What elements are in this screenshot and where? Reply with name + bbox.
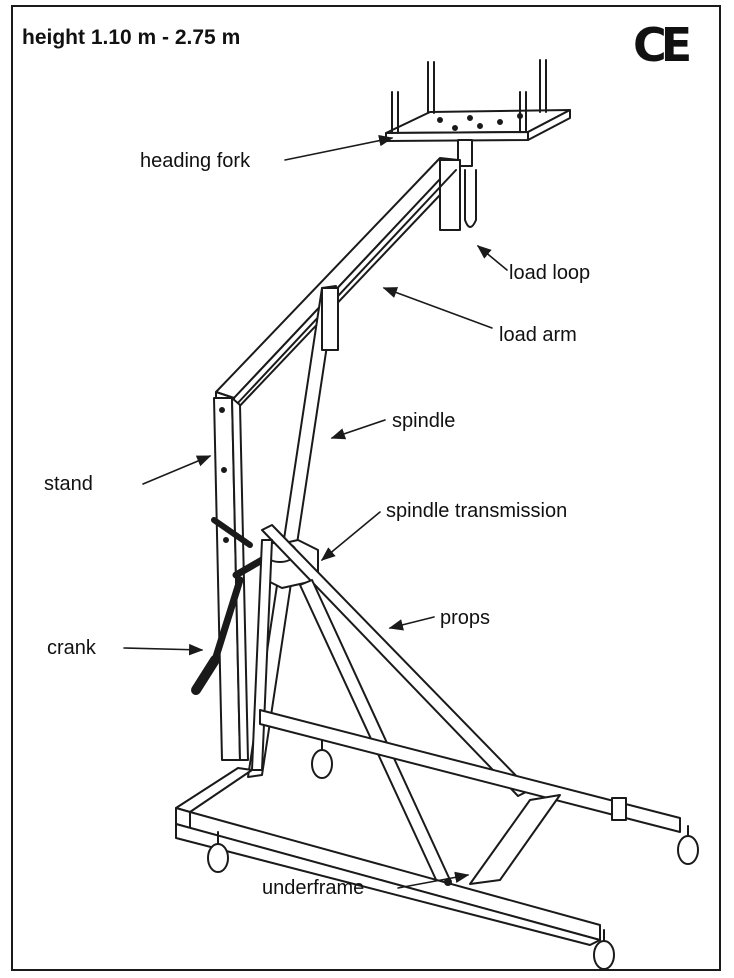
label-load-loop: load loop: [509, 262, 591, 284]
heading-fork-arrow: [284, 134, 394, 161]
label-spindle: spindle: [392, 410, 456, 432]
label-load-arm: load arm: [499, 324, 577, 346]
props-arrow: [388, 616, 435, 631]
load-arm-arrow: [382, 287, 493, 329]
label-spindle-transmission: spindle transmission: [386, 500, 568, 522]
crank-shape: [191, 517, 266, 695]
heading-fork-shape: [385, 59, 571, 167]
crank-arrow: [123, 643, 204, 656]
spindle-arrow: [330, 419, 386, 440]
wheels-shape: [207, 739, 699, 970]
load-loop-arrow: [476, 245, 508, 271]
ce-mark: CE: [633, 18, 692, 72]
underframe-shape: [175, 709, 681, 946]
load-arm-shape: [215, 157, 461, 413]
label-stand: stand: [44, 473, 93, 495]
stand-arrow: [142, 455, 212, 485]
label-underframe: underframe: [262, 877, 365, 899]
label-heading-fork: heading fork: [140, 150, 251, 172]
diagram-title: height 1.10 m - 2.75 m: [22, 26, 241, 49]
label-crank: crank: [47, 637, 96, 659]
underframe-arrow: [397, 871, 470, 889]
load-loop-shape: [464, 169, 477, 228]
label-props: props: [440, 607, 491, 629]
spindle-shape: [247, 285, 339, 778]
spindle-transmission-arrow: [320, 511, 381, 561]
